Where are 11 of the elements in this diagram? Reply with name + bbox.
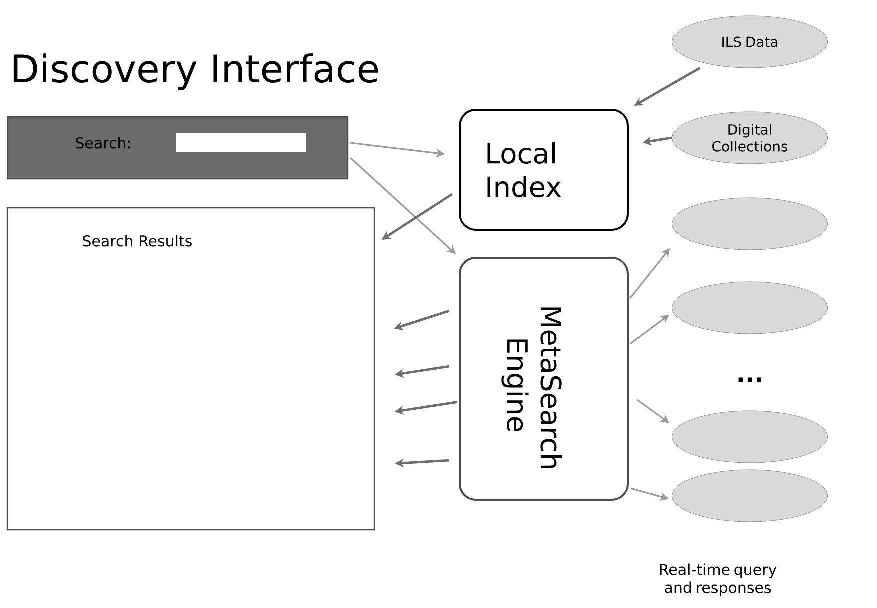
source-ellipse	[672, 198, 828, 250]
source-ellipse	[672, 470, 828, 522]
process-box: MetaSearch Engine	[459, 257, 629, 501]
title: Discovery Interface	[14, 54, 378, 90]
search-bar: Search:	[7, 116, 349, 180]
process-box: Local Index	[459, 109, 629, 231]
source-ellipse	[672, 282, 828, 334]
results-panel: Search Results	[6, 207, 376, 531]
source-ellipse	[672, 410, 828, 464]
ellipsis: ...	[738, 378, 762, 382]
caption: Real-time query and responses	[660, 564, 777, 596]
